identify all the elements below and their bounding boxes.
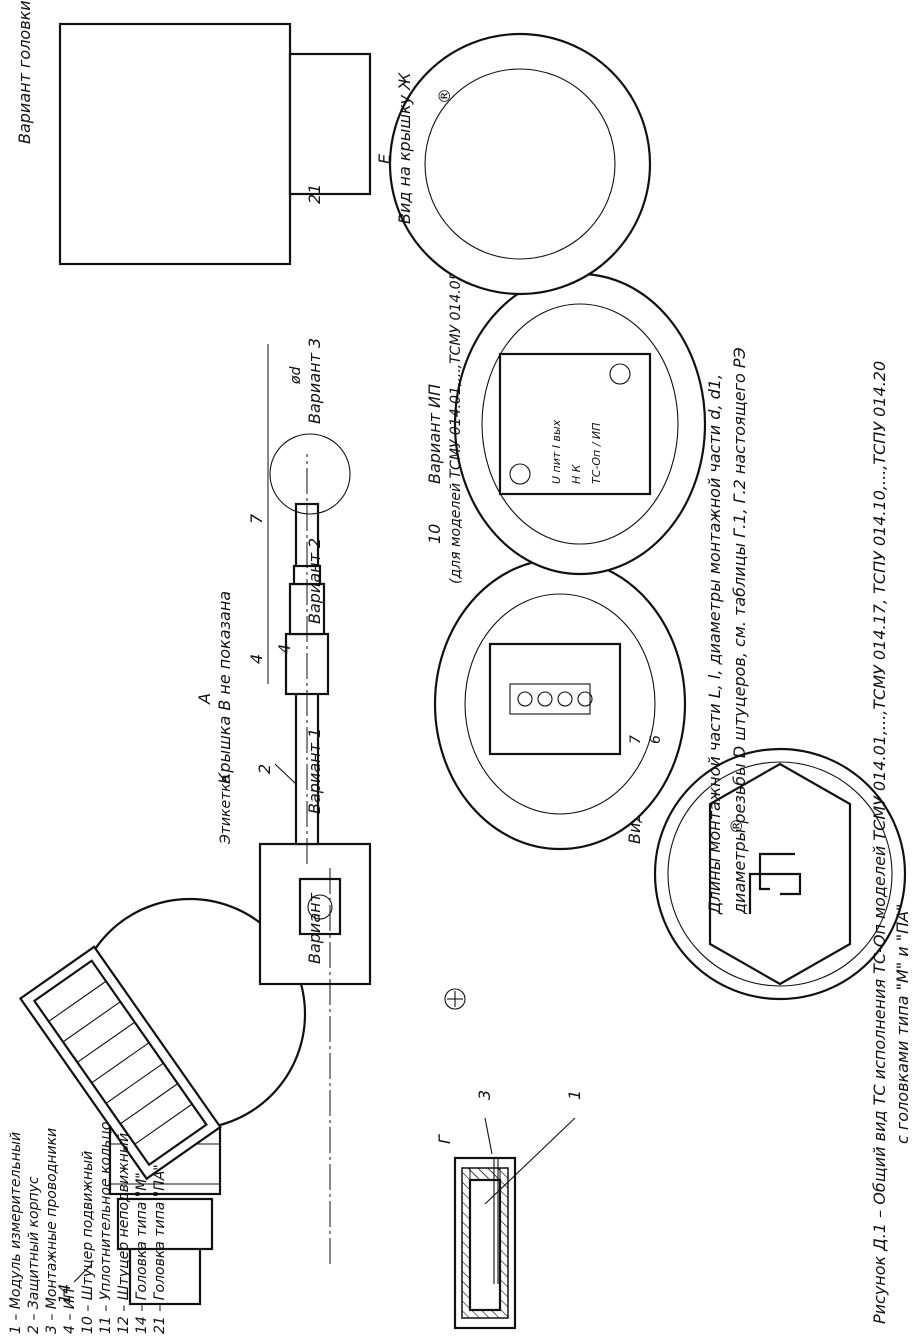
variant-ip-subtitle: (для моделей ТСМУ 014.01,...,ТСМУ 014.05…	[448, 266, 464, 584]
reg-mark-b: ®	[727, 818, 746, 834]
terminal-screw	[537, 691, 553, 707]
reg-mark-zh: ®	[435, 88, 454, 104]
head-pa-body	[58, 22, 292, 266]
ip-text-2: Н К	[570, 463, 583, 484]
caption-line-2: с головками типа "М" и "ПА"	[893, 904, 912, 1144]
variant-label: Вариант	[305, 892, 324, 964]
logo-b	[748, 852, 802, 914]
callout-1: 1	[565, 1090, 584, 1100]
legend-item-1: 1 – Модуль измерительный	[8, 1132, 24, 1334]
dim-L: 7	[247, 513, 266, 524]
legend-item-14: 14 – Головка типа "М"	[134, 1172, 150, 1334]
variant-ip: U пит I вых Н К ТС-Оп / ИП Вариант ИП (д…	[425, 266, 707, 584]
note-line-2: диаметры резьбы D штуцеров, см. таблицы …	[730, 347, 749, 915]
dim-d: ød	[288, 366, 304, 385]
ip-text-3: ТС-Оп / ИП	[590, 423, 603, 484]
variant-3-label: Вариант 3	[305, 338, 324, 424]
label-etiketka: Этикетка	[218, 775, 234, 845]
view-e-title: Е	[375, 153, 394, 164]
legend-item-12: 12 – Штуцер неподвижный	[116, 1133, 132, 1334]
view-zh-subtitle: Вид на крышку Ж	[395, 72, 414, 224]
head-type-m: 14	[18, 842, 466, 1306]
callout-10: 4	[247, 654, 266, 664]
legend-item-10: 10 – Штуцер подвижный	[80, 1151, 96, 1334]
callout-11: 10	[425, 524, 444, 544]
terminal-label-7: 7	[628, 735, 644, 744]
section-g: Г 3 1	[435, 1090, 584, 1330]
view-a-title: А	[195, 693, 214, 705]
measuring-module-section	[468, 1178, 502, 1312]
legend-item-3: 3 – Монтажные проводники	[44, 1128, 60, 1334]
cover-b-hexagon	[708, 762, 852, 986]
terminal-label-6: 6	[648, 735, 664, 744]
caption-line-1: Рисунок Д.1 – Общий вид ТС исполнения ТС…	[870, 361, 889, 1324]
ip-module	[498, 352, 652, 496]
ip-text-1: U пит I вых	[550, 419, 563, 484]
view-a: 7 6 А Крышка В не показана Этикетка 4	[195, 557, 687, 851]
variant-ip-title: Вариант ИП	[425, 384, 444, 484]
head-type-pa: 21 Вариант головки ® Е Вид на крышку Ж	[15, 0, 652, 296]
legend-item-2: 2 – Защитный корпус	[26, 1176, 42, 1334]
variants-row: Вариант Вариант 1 Вариант 2 Вариант 3	[305, 338, 324, 964]
section-g-label: Г	[435, 1134, 454, 1144]
callout-4: 4	[275, 644, 294, 654]
variant-2-label: Вариант 2	[305, 538, 324, 624]
cover-zh	[388, 32, 652, 296]
legend-item-11: 11 – Уплотнительное кольцо	[98, 1122, 114, 1334]
variant-1-label: Вариант 1	[305, 728, 324, 814]
callout-3: 3	[475, 1090, 494, 1100]
terminal-screw	[577, 691, 593, 707]
view-a-subtitle: Крышка В не показана	[215, 591, 234, 784]
terminal-screw	[517, 691, 533, 707]
legend-item-21: 21 – Головка типа "ПА"	[152, 1164, 168, 1334]
legend: 1 – Модуль измерительный 2 – Защитный ко…	[8, 1122, 168, 1334]
terminal-screw	[557, 691, 573, 707]
legend-item-4: 4 – ИП	[62, 1288, 78, 1334]
callout-21: 21	[305, 184, 324, 204]
head-variant-title: Вариант головки	[15, 0, 34, 144]
detail-g-circle	[269, 433, 351, 515]
callout-14: 14	[55, 1284, 74, 1304]
ground-screw	[444, 988, 466, 1010]
callout-2: 2	[255, 764, 274, 774]
protective-sleeve: 2 4 10 D Г 7 ød	[247, 344, 604, 864]
note-line-1: Длины монтажной части L, l, диаметры мон…	[705, 374, 724, 915]
